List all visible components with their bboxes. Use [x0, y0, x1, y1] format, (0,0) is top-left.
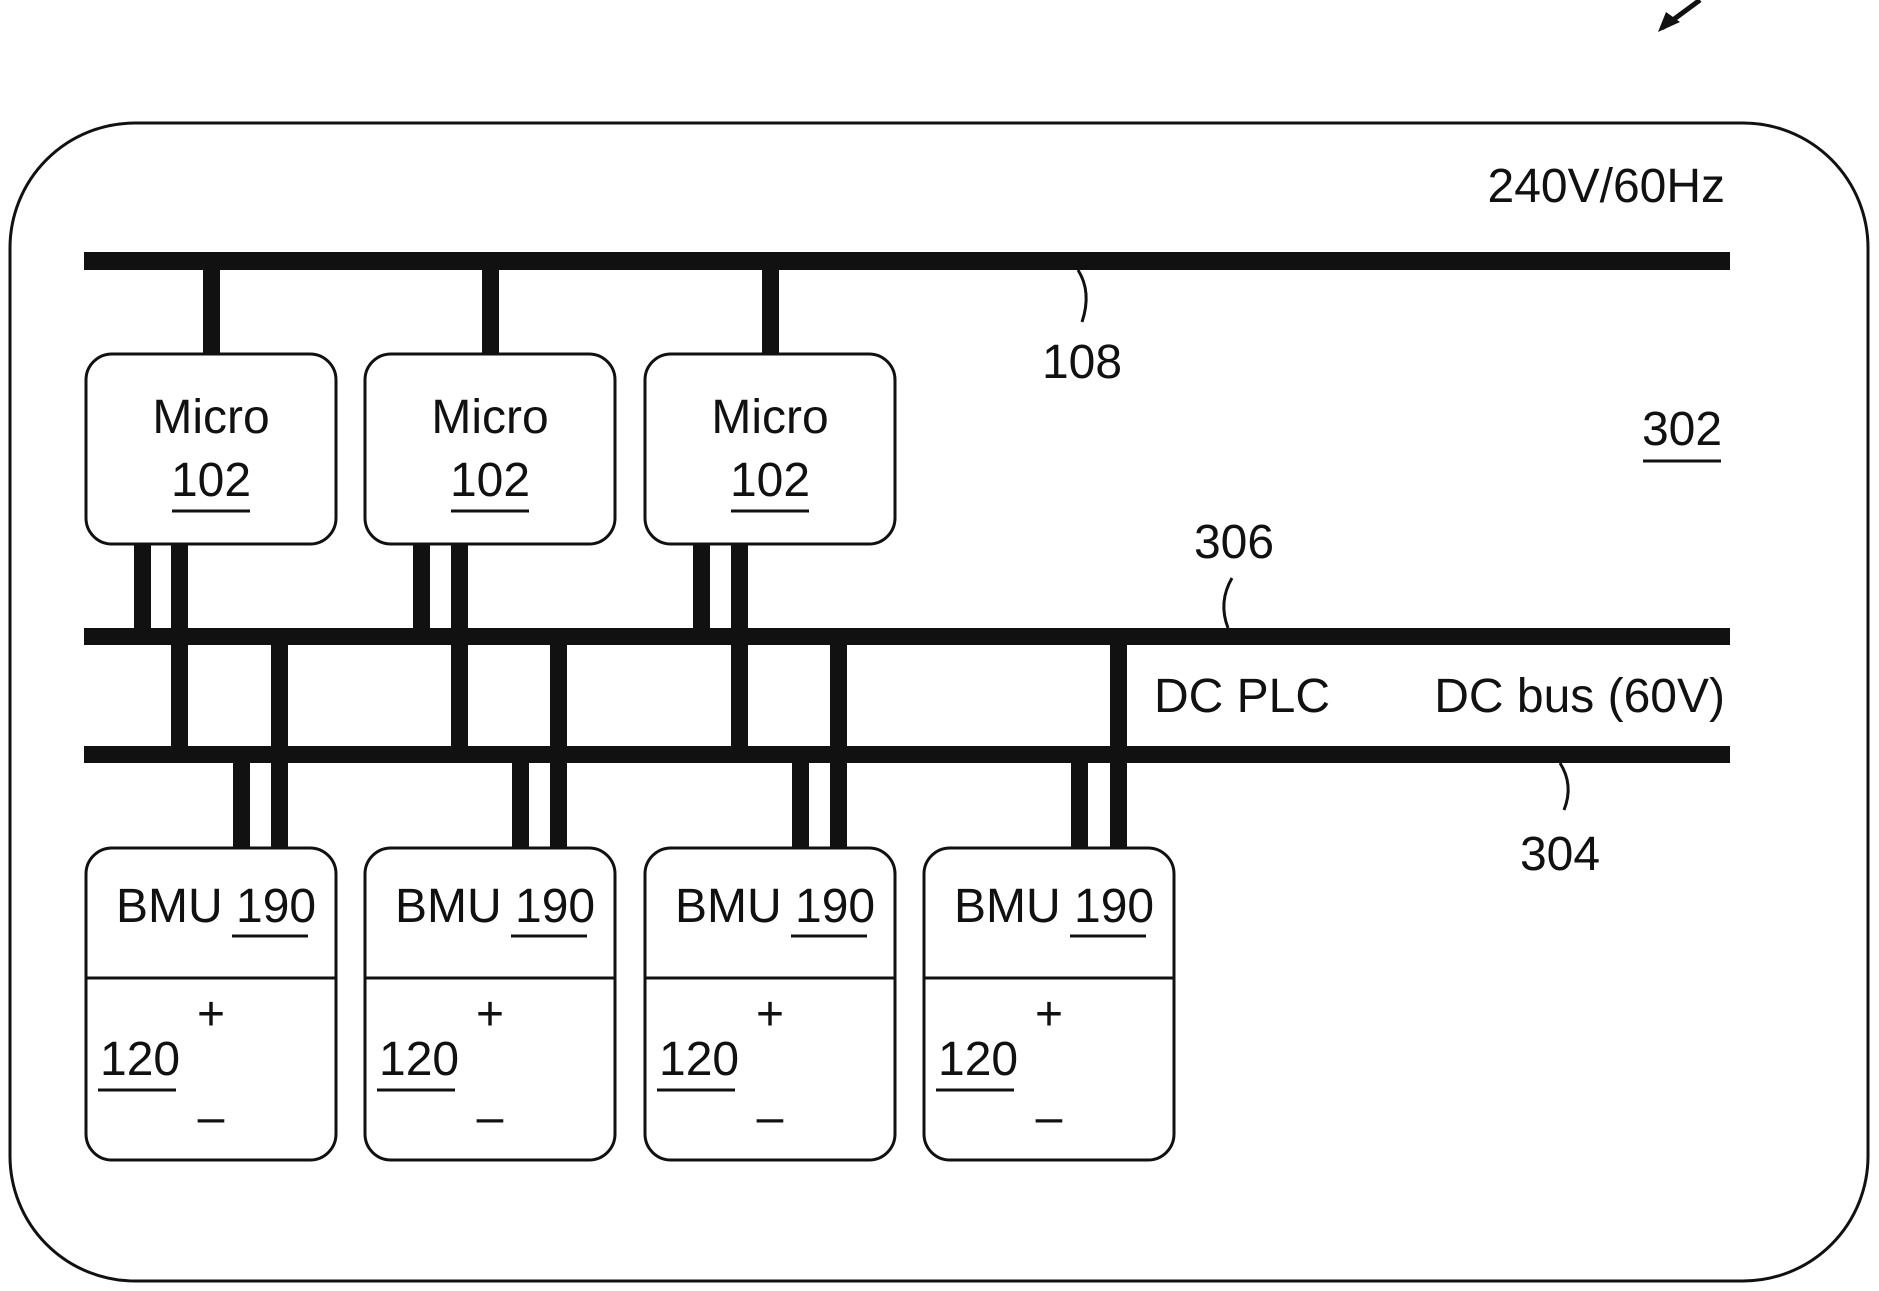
bmu-unit: BMU 190 120 + –	[924, 640, 1174, 1160]
micro-box	[365, 354, 615, 544]
bmu-unit: BMU 190 120 + –	[86, 640, 336, 1160]
battery-ref: 120	[100, 1033, 180, 1086]
micro-unit: Micro 102	[645, 262, 895, 755]
micro-plc-wire	[134, 544, 151, 636]
plc-line-ref: 306	[1194, 516, 1274, 569]
battery-minus: –	[757, 1091, 784, 1144]
battery-minus: –	[198, 1091, 225, 1144]
micro-ref: 102	[730, 454, 810, 507]
dc-bus-line	[84, 746, 1730, 763]
micro-ref: 102	[450, 454, 530, 507]
micro-unit: Micro 102	[86, 262, 336, 755]
micro-ac-connector	[482, 262, 499, 354]
bmu-ref: 190	[1074, 880, 1154, 933]
bmu-ref: 190	[236, 880, 316, 933]
micro-label: Micro	[152, 391, 269, 444]
battery-ref: 120	[659, 1033, 739, 1086]
bmu-plc-wire	[830, 640, 847, 848]
bmu-label: BMU	[954, 880, 1061, 933]
plc-line	[84, 628, 1730, 645]
micro-plc-wire	[413, 544, 430, 636]
micro-dc-wire	[731, 544, 748, 755]
bmu-plc-wire	[1110, 640, 1127, 848]
battery-minus: –	[1036, 1091, 1063, 1144]
battery-minus: –	[477, 1091, 504, 1144]
micro-ac-connector	[203, 262, 220, 354]
battery-plus: +	[1035, 988, 1063, 1041]
battery-plus: +	[197, 988, 225, 1041]
plc-label: DC PLC	[1154, 670, 1330, 723]
ac-line-leader	[1078, 270, 1086, 322]
bmu-label: BMU	[116, 880, 223, 933]
micro-dc-wire	[171, 544, 188, 755]
bmu-label: BMU	[675, 880, 782, 933]
battery-ref: 120	[379, 1033, 459, 1086]
battery-ref: 120	[938, 1033, 1018, 1086]
micro-unit: Micro 102	[365, 262, 615, 755]
micro-label: Micro	[711, 391, 828, 444]
bmu-dc-wire	[1071, 755, 1088, 848]
micro-dc-wire	[451, 544, 468, 755]
bmu-plc-wire	[550, 640, 567, 848]
plc-line-leader	[1224, 578, 1232, 628]
bmu-dc-wire	[792, 755, 809, 848]
battery-plus: +	[756, 988, 784, 1041]
bmu-dc-wire	[233, 755, 250, 848]
dc-bus-leader	[1560, 763, 1568, 810]
bmu-label: BMU	[395, 880, 502, 933]
micro-label: Micro	[431, 391, 548, 444]
ac-line-ref: 108	[1042, 336, 1122, 389]
ac-voltage-label: 240V/60Hz	[1488, 160, 1726, 213]
bmu-ref: 190	[795, 880, 875, 933]
bmu-unit: BMU 190 120 + –	[365, 640, 615, 1160]
dc-bus-label: DC bus (60V)	[1434, 670, 1725, 723]
bmu-unit: BMU 190 120 + –	[645, 640, 895, 1160]
dc-bus-ref: 304	[1520, 828, 1600, 881]
ac-bus-line	[84, 252, 1730, 270]
micro-box	[86, 354, 336, 544]
figure-pointer-arrow	[1658, 0, 1700, 32]
micro-box	[645, 354, 895, 544]
micro-ac-connector	[762, 262, 779, 354]
micro-ref: 102	[171, 454, 251, 507]
bmu-ref: 190	[515, 880, 595, 933]
system-ref: 302	[1642, 403, 1722, 456]
bmu-dc-wire	[512, 755, 529, 848]
bmu-plc-wire	[271, 640, 288, 848]
battery-plus: +	[476, 988, 504, 1041]
micro-plc-wire	[693, 544, 710, 636]
